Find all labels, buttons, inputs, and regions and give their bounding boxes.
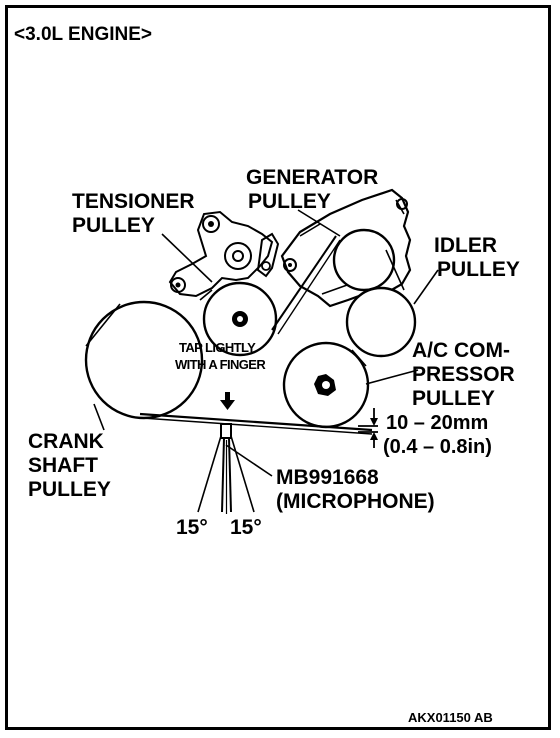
label-generator-1: GENERATOR [246,166,378,189]
label-ac-2: PRESSOR [412,363,515,386]
label-tap-2: WITH A FINGER [175,357,266,372]
label-crank-2: SHAFT [28,454,98,477]
label-deflection-imperial: (0.4 – 0.8in) [383,436,492,458]
label-angle-left: 15° [176,516,208,539]
deflection-arrow [220,392,235,410]
label-deflection-metric: 10 – 20mm [386,412,488,434]
diagram-frame [5,5,551,730]
generator-bolt-left [283,258,297,272]
label-idler-2: PULLEY [437,258,520,281]
label-tool-name: (MICROPHONE) [276,490,435,513]
label-crank-1: CRANK [28,430,104,453]
diagram-title: <3.0L ENGINE> [14,24,152,45]
generator-pulley [332,228,396,292]
leader-lines [93,209,439,431]
tensioner-pivot-center [224,242,252,270]
drive-belt [85,235,405,435]
deflection-dimension [358,408,378,448]
label-ac-1: A/C COM- [412,339,510,362]
label-tensioner-1: TENSIONER [72,190,195,213]
tensioner-arm [168,210,274,298]
label-angle-right: 15° [230,516,262,539]
figure-code: AKX01150 AB [408,710,493,725]
generator-bolt-top [396,198,408,210]
label-crank-3: PULLEY [28,478,111,501]
label-tap-1: TAP LIGHTLY [179,340,256,355]
label-ac-3: PULLEY [412,387,495,410]
ac-compressor-hub [314,374,336,396]
label-tool-code: MB991668 [276,466,379,489]
label-idler-1: IDLER [434,234,497,257]
label-tensioner-2: PULLEY [72,214,155,237]
tensioner-pivot-top [202,215,220,233]
tensioner-bolt-left [170,277,186,293]
label-generator-2: PULLEY [248,190,331,213]
generator-housing [280,188,412,308]
idler-pulley [345,286,417,358]
microphone-tool [197,423,273,514]
